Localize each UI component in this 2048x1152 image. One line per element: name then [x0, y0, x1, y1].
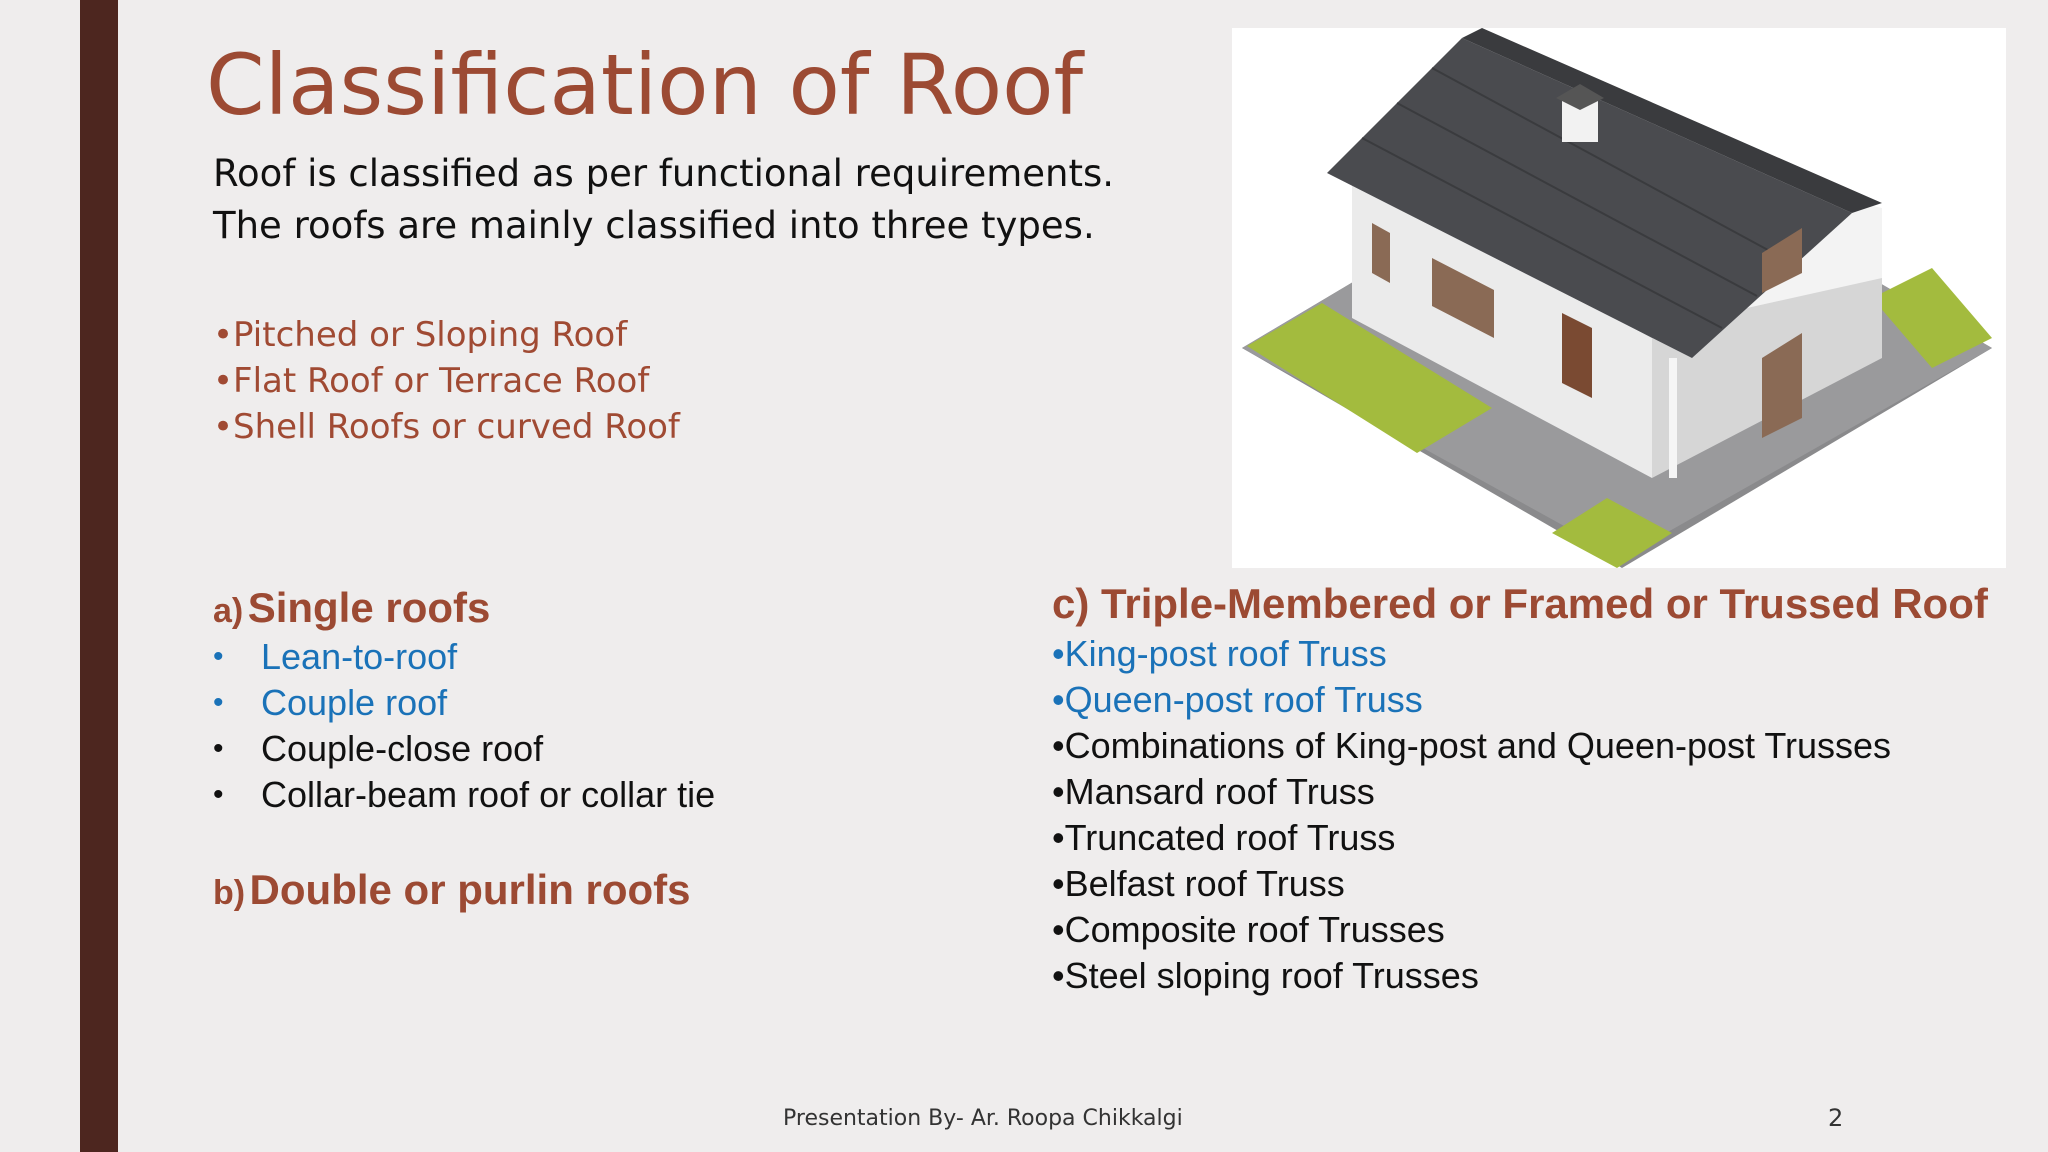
presenter-footer: Presentation By- Ar. Roopa Chikkalgi [783, 1106, 1183, 1131]
page-number: 2 [1828, 1104, 1844, 1132]
section-prefix: a) [213, 592, 244, 630]
single-roofs-heading: a) Single roofs [213, 584, 490, 632]
section-prefix: b) [213, 874, 246, 912]
list-item: •Truncated roof Truss [1052, 817, 1396, 858]
list-item: •Belfast roof Truss [1052, 863, 1345, 904]
section-heading: Single roofs [247, 584, 491, 631]
list-item: •Combinations of King-post and Queen-pos… [1052, 725, 1892, 766]
list-item: •Mansard roof Truss [1052, 771, 1375, 812]
slide-title: Classification of Roof [206, 36, 1084, 134]
list-item: •King-post roof Truss [1052, 633, 1387, 674]
intro-text: Roof is classified as per functional req… [213, 152, 1115, 247]
list-item: •Flat Roof or Terrace Roof [213, 361, 650, 401]
trussed-roof-heading: c) Triple-Membered or Framed or Trussed … [1052, 580, 1988, 627]
slide-side-bar [80, 0, 118, 1152]
house-illustration [1232, 28, 2006, 568]
list-item: Lean-to-roof [213, 634, 715, 680]
section-heading: Double or purlin roofs [249, 866, 691, 913]
single-roofs-list: Lean-to-roof Couple roof Couple-close ro… [213, 634, 715, 818]
list-item: Couple-close roof [213, 726, 715, 772]
roof-types-list: •Pitched or Sloping Roof •Flat Roof or T… [213, 312, 680, 450]
list-item: •Shell Roofs or curved Roof [213, 407, 680, 447]
list-item: Collar-beam roof or collar tie [213, 772, 715, 818]
trussed-roof-list: •King-post roof Truss •Queen-post roof T… [1052, 631, 1891, 999]
list-item: •Steel sloping roof Trusses [1052, 955, 1479, 996]
list-item: •Pitched or Sloping Roof [213, 315, 628, 355]
purlin-roofs-heading: b) Double or purlin roofs [213, 866, 691, 914]
list-item: •Queen-post roof Truss [1052, 679, 1423, 720]
list-item: •Composite roof Trusses [1052, 909, 1445, 950]
list-item: Couple roof [213, 680, 715, 726]
